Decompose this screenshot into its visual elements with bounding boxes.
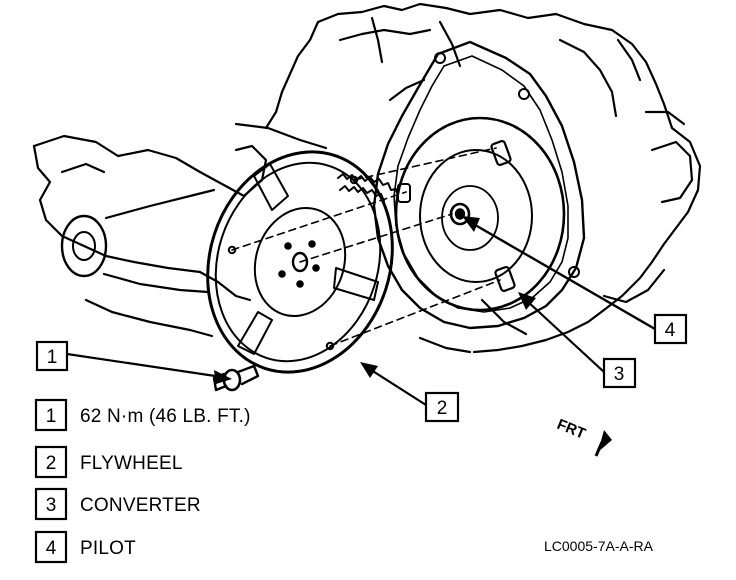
callout-3-number: 3 [614, 364, 625, 385]
legend-item-1: 1 62 N·m (46 LB. FT.) [34, 398, 251, 432]
front-direction-indicator: FRT [555, 416, 612, 457]
leader-3-arrowhead [518, 292, 536, 310]
legend: 1 62 N·m (46 LB. FT.) 2 FLYWHEEL 3 CONVE… [34, 398, 251, 564]
converter-middle-ring [419, 149, 533, 283]
legend-item-4-text: PILOT [80, 538, 136, 559]
legend-item-3-number: 3 [46, 495, 57, 516]
alignment-lines [231, 147, 501, 347]
callout-1-number: 1 [47, 347, 58, 368]
callout-4: 4 [653, 313, 688, 345]
legend-item-2-text: FLYWHEEL [80, 453, 183, 474]
callout-3: 3 [602, 357, 637, 389]
converter-outer-ring [394, 116, 566, 312]
legend-item-3-text: CONVERTER [80, 495, 201, 516]
legend-item-1-number: 1 [46, 406, 57, 427]
transmission-housing-drawing [264, 2, 702, 354]
legend-item-2-number: 2 [46, 453, 57, 474]
engine-block-drawing [32, 122, 328, 338]
front-direction-label: FRT [555, 416, 588, 443]
callout-4-number: 4 [665, 320, 676, 341]
converter-housing-drawing [372, 40, 586, 330]
callout-2: 2 [424, 391, 460, 423]
leader-1-line [66, 352, 223, 379]
leader-4-line [469, 220, 656, 331]
leader-1-arrowhead [214, 370, 232, 384]
legend-item-2: 2 FLYWHEEL [34, 445, 183, 479]
flywheel-inner-rim [214, 161, 382, 363]
leader-2-line [367, 367, 427, 406]
callout-2-number: 2 [437, 398, 448, 419]
leader-2-arrowhead [360, 362, 378, 378]
leader-lines [66, 216, 656, 406]
legend-item-3: 3 CONVERTER [34, 487, 201, 521]
leader-4-arrowhead [462, 216, 480, 232]
callout-1: 1 [35, 340, 69, 372]
figure-code: LC0005-7A-A-RA [544, 538, 654, 554]
legend-item-4: 4 PILOT [34, 530, 136, 564]
flywheel-outer-rim [206, 150, 394, 374]
leader-3-line [525, 299, 605, 373]
flywheel-drawing [206, 150, 394, 374]
legend-item-1-text: 62 N·m (46 LB. FT.) [80, 406, 251, 427]
legend-item-4-number: 4 [46, 538, 57, 559]
converter-inner-ring [441, 185, 499, 251]
